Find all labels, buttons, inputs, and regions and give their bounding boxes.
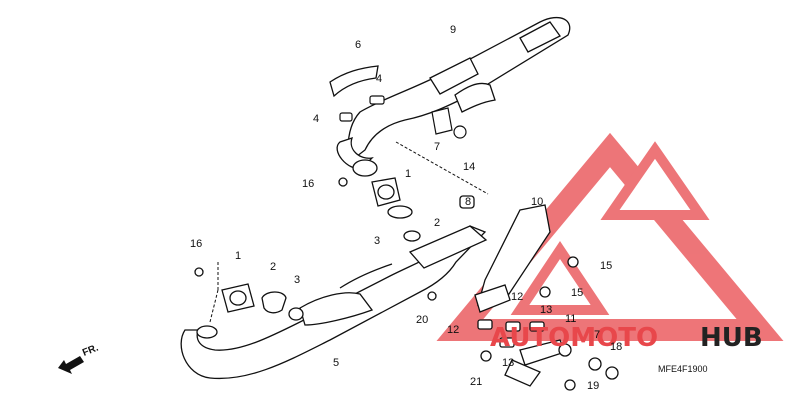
muffler-heat-shield — [329, 65, 379, 98]
callout-1-upper: 1 — [405, 168, 411, 180]
callout-14: 14 — [463, 161, 475, 173]
callout-8: 8 — [465, 196, 471, 208]
fitting-clips — [339, 95, 385, 122]
callout-10: 10 — [531, 196, 543, 208]
watermark-text: AUTOMOTO HUB — [490, 323, 763, 353]
callout-15-lower: 15 — [571, 287, 583, 299]
upper-muffler — [336, 17, 571, 170]
callout-7-upper: 7 — [434, 141, 440, 153]
callout-7-lower: 7 — [594, 329, 600, 341]
callout-13-lower: 13 — [502, 357, 514, 369]
callout-2-upper: 2 — [434, 217, 440, 229]
callout-3-lower: 3 — [294, 274, 300, 286]
callout-20: 20 — [416, 314, 428, 326]
callout-3-upper: 3 — [374, 235, 380, 247]
callout-13-upper: 13 — [540, 304, 552, 316]
callout-11: 11 — [565, 313, 576, 325]
rear-bracket — [427, 204, 619, 391]
watermark-brand-dark: HUB — [700, 323, 763, 353]
callout-21: 21 — [470, 376, 482, 388]
callout-4-lower: 4 — [313, 113, 319, 125]
callout-16-upper: 16 — [302, 178, 314, 190]
lower-flange-parts — [194, 267, 304, 321]
callout-15-upper: 15 — [600, 260, 612, 272]
front-direction-arrow: FR. — [58, 342, 100, 374]
callout-12-lower: 12 — [447, 324, 459, 336]
leader-lines — [209, 141, 489, 323]
callout-labels: 6 9 4 4 7 14 1 16 8 2 3 10 16 1 2 3 15 1… — [190, 24, 622, 392]
callout-19: 19 — [587, 380, 599, 392]
callout-9: 9 — [450, 24, 456, 36]
callout-5: 5 — [333, 357, 339, 369]
callout-16-lower: 16 — [190, 238, 202, 250]
callout-2-lower: 2 — [270, 261, 276, 273]
callout-12-upper: 12 — [511, 291, 523, 303]
diagram-code: MFE4F1900 — [658, 364, 708, 374]
direction-label: FR. — [81, 342, 100, 358]
clamp-bracket — [431, 107, 467, 139]
callout-1-lower: 1 — [235, 250, 241, 262]
watermark-brand-red: AUTOMOTO — [490, 323, 658, 353]
callout-4-upper: 4 — [376, 73, 382, 85]
callout-6: 6 — [355, 39, 361, 51]
callout-18: 18 — [610, 341, 622, 353]
upper-flange-parts — [338, 159, 475, 242]
lower-exhaust — [180, 225, 488, 380]
